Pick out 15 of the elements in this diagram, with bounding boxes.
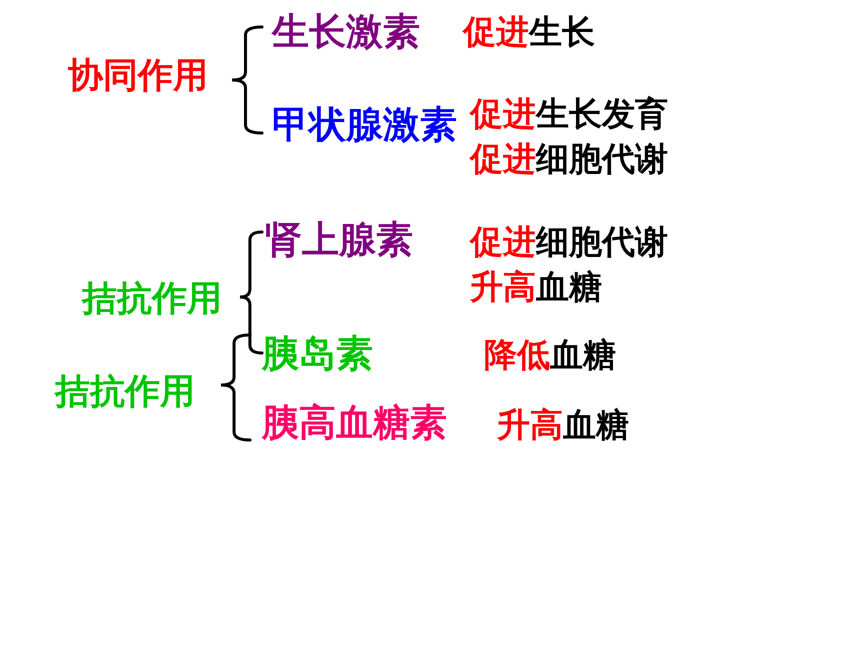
hormone-name: 胰岛素 <box>262 335 373 372</box>
hormone-name: 生长激素 <box>272 13 420 50</box>
interaction-label: 拮抗作用 <box>82 282 222 317</box>
hormone-name: 甲状腺激素 <box>272 106 457 143</box>
interaction-label: 拮抗作用 <box>55 375 195 410</box>
effect-text: 升高血糖 <box>470 270 602 303</box>
effect-text: 升高血糖 <box>497 408 629 441</box>
effect-text: 促进细胞代谢 <box>470 225 668 258</box>
hormone-name: 胰高血糖素 <box>262 404 447 441</box>
effect-text: 促进细胞代谢 <box>470 142 668 175</box>
effect-text: 促进生长发育 <box>470 97 668 130</box>
hormone-name: 肾上腺素 <box>265 221 413 258</box>
effect-text: 促进生长 <box>463 15 595 48</box>
effect-text: 降低血糖 <box>484 338 616 371</box>
interaction-label: 协同作用 <box>68 59 208 94</box>
